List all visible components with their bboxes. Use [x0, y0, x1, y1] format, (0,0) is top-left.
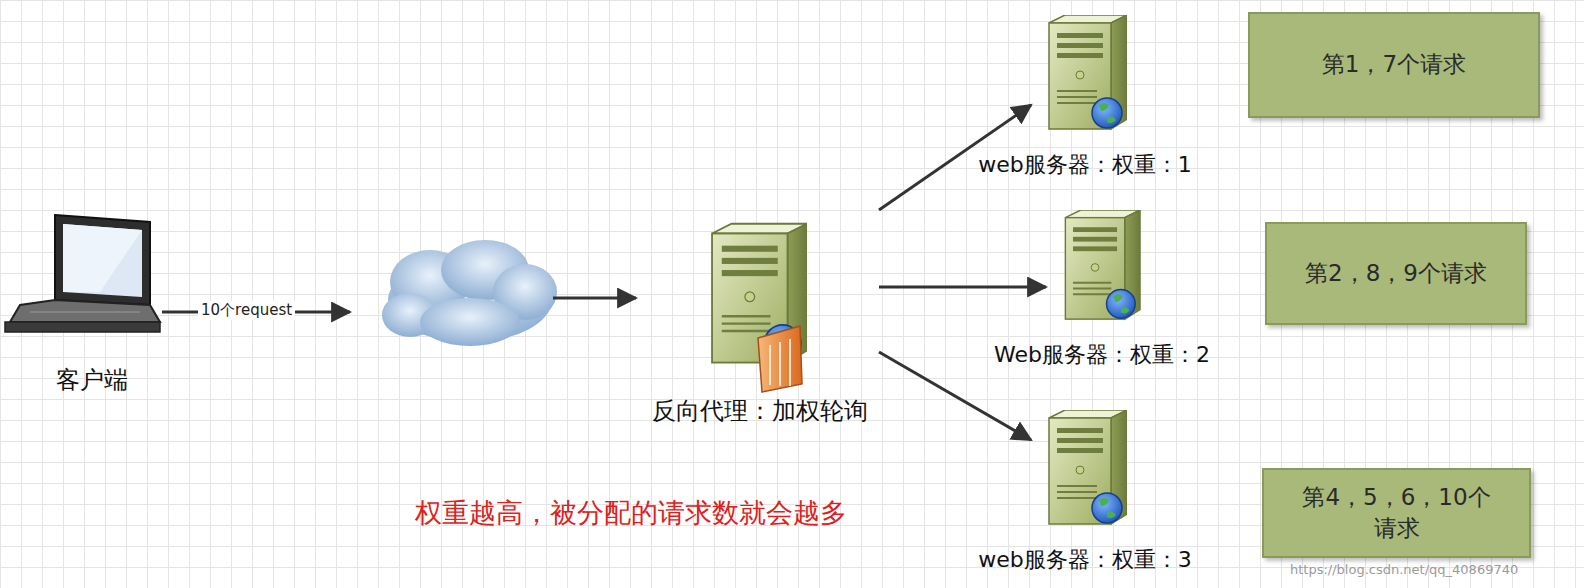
box-text: 第1，7个请求: [1294, 49, 1494, 80]
web-server-icon: [1049, 15, 1127, 129]
web-server-node: Web服务器：权重：2: [1050, 210, 1142, 322]
node-label: Web服务器：权重：2: [994, 340, 1210, 370]
node-label: web服务器：权重：1: [978, 150, 1192, 180]
node-label: 反向代理：加权轮询: [652, 395, 868, 427]
note-text: 权重越高，被分配的请求数就会越多: [415, 495, 847, 531]
proxy-node: 反向代理：加权轮询: [695, 205, 875, 387]
client-node: 客户端: [5, 212, 163, 334]
web-server-node: web服务器：权重：3: [1035, 410, 1127, 527]
laptop-icon: [5, 215, 160, 332]
request-box: 第1，7个请求: [1248, 12, 1540, 118]
request-box: 第2，8，9个请求: [1265, 222, 1527, 325]
web-server-node: web服务器：权重：1: [1035, 15, 1127, 132]
node-label: 客户端: [56, 364, 128, 396]
cloud-arrow: [553, 298, 636, 299]
arrow-connector: [879, 286, 1046, 289]
internet-cloud: [382, 240, 557, 346]
request-box: 第4，5，6，10个请求: [1262, 468, 1531, 558]
box-text: 第2，8，9个请求: [1277, 258, 1515, 289]
box-text: 第4，5，6，10个请求: [1264, 482, 1529, 544]
web-server-icon: [1065, 210, 1140, 319]
proxy-server-icon: [712, 224, 807, 392]
node-label: web服务器：权重：3: [978, 545, 1192, 575]
request-label: 10个request: [198, 301, 295, 320]
watermark: https://blog.csdn.net/qq_40869740: [1290, 562, 1518, 577]
web-server-icon: [1049, 410, 1127, 524]
